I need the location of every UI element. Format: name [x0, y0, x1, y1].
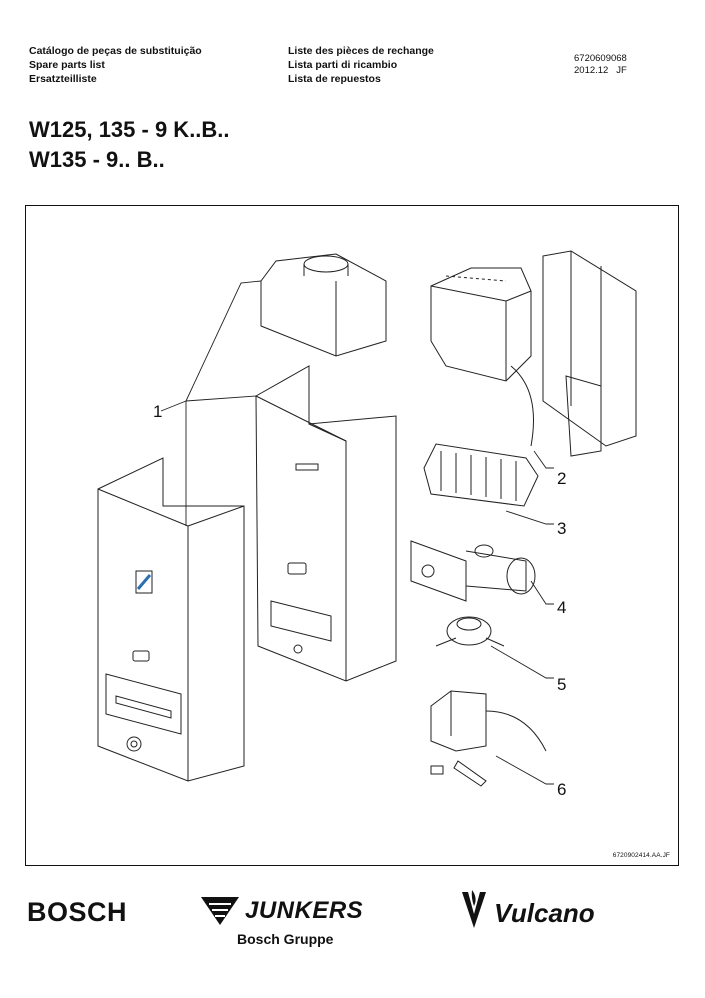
heat-exchanger-drawing	[430, 267, 534, 447]
vulcano-wordmark: Vulcano	[494, 898, 595, 928]
rear-casing-drawing	[255, 365, 397, 682]
junkers-wordmark: JUNKERS	[245, 897, 364, 924]
header-languages-middle: Liste des pièces de rechange Lista parti…	[288, 44, 434, 86]
model-title-line-2: W135 - 9.. B..	[29, 147, 165, 172]
document-info: 6720609068 2012.12 JF	[574, 53, 627, 77]
model-title-line-1: W125, 135 - 9 K..B..	[29, 117, 230, 142]
exploded-view-diagram	[97, 250, 637, 787]
back-panel-drawing	[542, 250, 637, 457]
leader-lines	[160, 280, 554, 785]
ignition-unit-drawing	[430, 690, 547, 787]
callout-4: 4	[557, 598, 567, 617]
document-author: JF	[616, 65, 627, 76]
burner-drawing	[423, 443, 539, 507]
front-casing-drawing	[97, 457, 245, 782]
callout-3: 3	[557, 519, 567, 538]
header-text: Ersatzteilliste	[29, 73, 97, 85]
vulcano-flame-icon	[462, 890, 486, 928]
exploded-view-frame: 1 2 3 4 5 6 6720902414.AA.JF	[25, 205, 679, 866]
figure-reference: 6720902414.AA.JF	[612, 852, 670, 859]
draft-hood-drawing	[260, 253, 387, 357]
document-date: 2012.12	[574, 65, 609, 76]
header-text: Catálogo de peças de substituição	[29, 45, 202, 57]
callout-2: 2	[557, 469, 567, 488]
document-number: 6720609068	[574, 53, 627, 64]
header-text: Lista de repuestos	[288, 73, 381, 85]
water-valve-drawing	[435, 616, 505, 647]
callout-5: 5	[557, 675, 567, 694]
header-text: Lista parti di ricambio	[288, 59, 398, 71]
header-languages-left: Catálogo de peças de substituição Spare …	[29, 44, 202, 86]
junkers-emblem-icon	[201, 897, 239, 925]
header-text: Spare parts list	[29, 59, 105, 71]
callout-6: 6	[557, 780, 567, 799]
header-text: Liste des pièces de rechange	[288, 45, 434, 57]
callout-1: 1	[153, 402, 163, 421]
bosch-logo: BOSCH	[27, 897, 128, 927]
junkers-subtitle: Bosch Gruppe	[237, 931, 334, 947]
gas-valve-drawing	[410, 540, 536, 602]
